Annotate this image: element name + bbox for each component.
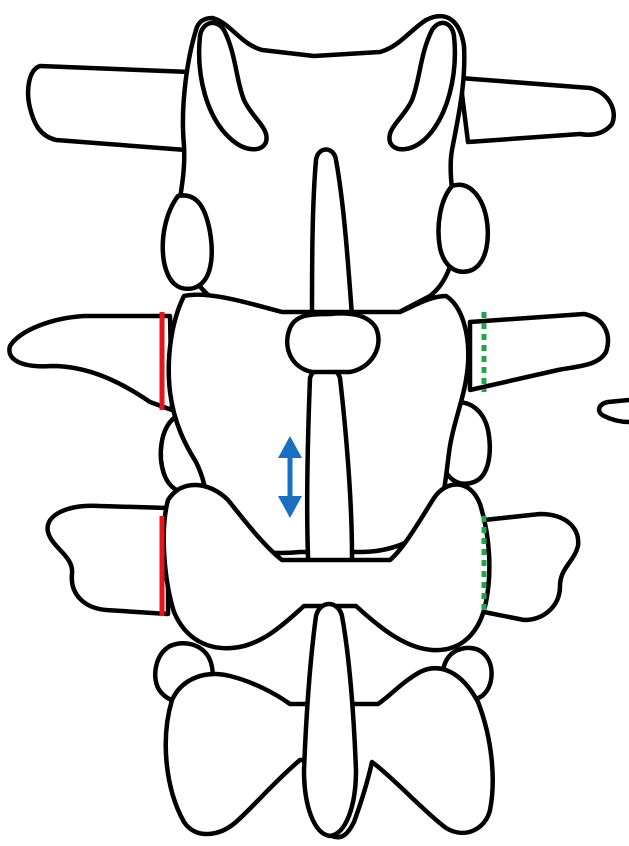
middle-right-transverse-process — [470, 314, 608, 390]
middle-spinous-head — [287, 313, 378, 372]
upper-right-transverse-process — [460, 78, 614, 142]
upper-right-facet-joint — [439, 185, 488, 272]
upper-left-transverse-process — [28, 66, 190, 150]
sacral-median-crest — [304, 604, 356, 836]
lower-left-transverse-process — [48, 506, 168, 614]
lower-right-transverse-process — [484, 514, 578, 620]
middle-left-transverse-process — [9, 316, 172, 410]
upper-left-facet-joint — [163, 195, 212, 288]
partial-adjacent-structure — [599, 400, 629, 422]
